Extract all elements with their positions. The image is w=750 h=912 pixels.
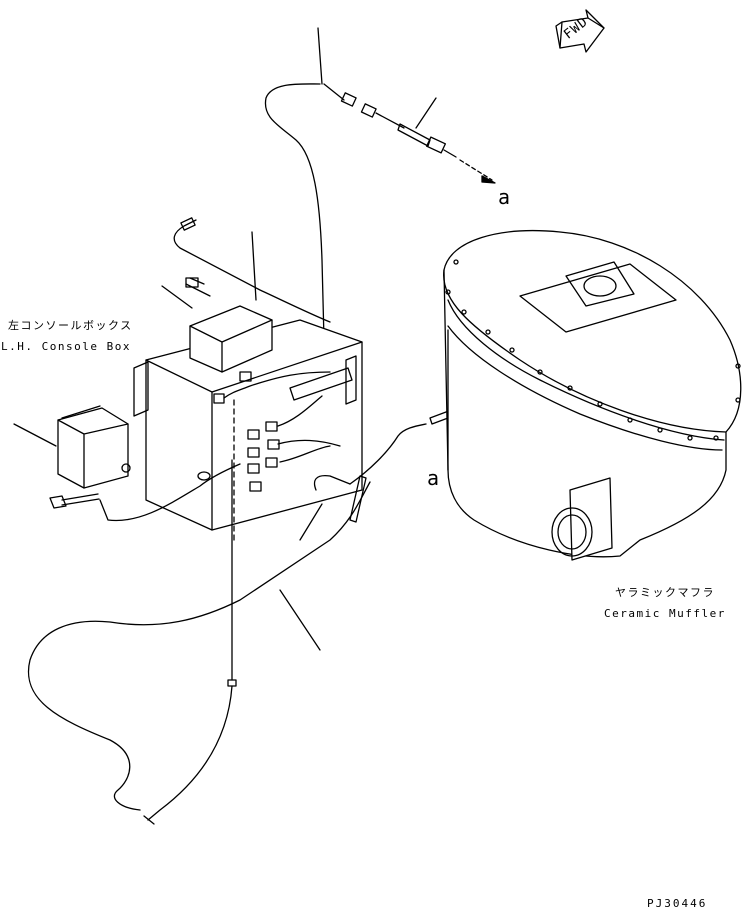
ceramic-muffler — [443, 229, 742, 561]
left-controller — [13, 405, 131, 489]
console-box-label-jp: 左コンソールボックス — [8, 319, 133, 332]
harness-upper-left — [173, 217, 331, 323]
controller-unit — [161, 277, 273, 373]
muffler-label-jp: ヤラミックマフラ — [615, 586, 715, 599]
sensor-harness-top — [264, 27, 496, 341]
fwd-arrow-icon — [555, 9, 605, 53]
connector-block — [213, 367, 353, 492]
reference-marker-a-top: a — [498, 185, 511, 209]
harness-loop — [27, 475, 371, 811]
drawing-code: PJ30446 — [647, 897, 708, 910]
console-box-label-en: L.H. Console Box — [1, 340, 131, 353]
reference-marker-a-mid: a — [427, 466, 440, 490]
harness-lower — [99, 459, 241, 825]
bolt-icon — [49, 493, 100, 509]
muffler-label-en: Ceramic Muffler — [604, 607, 726, 620]
